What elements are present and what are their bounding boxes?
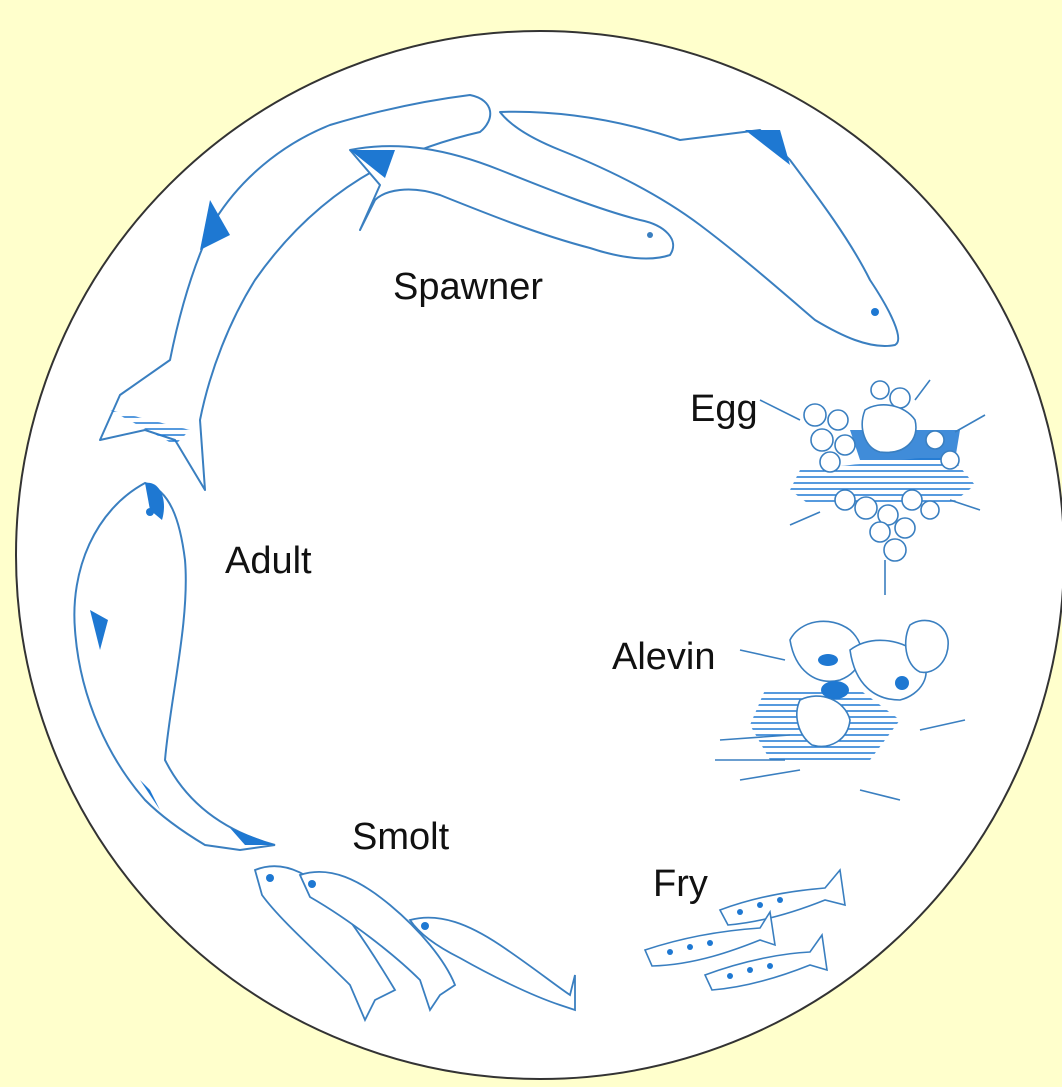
stage-label-smolt: Smolt	[352, 818, 449, 856]
stage-label-egg: Egg	[690, 390, 758, 428]
stage-label-fry: Fry	[653, 865, 708, 903]
stage-label-adult: Adult	[225, 542, 312, 580]
stage-label-spawner: Spawner	[393, 268, 543, 306]
stage-label-alevin: Alevin	[612, 638, 716, 676]
